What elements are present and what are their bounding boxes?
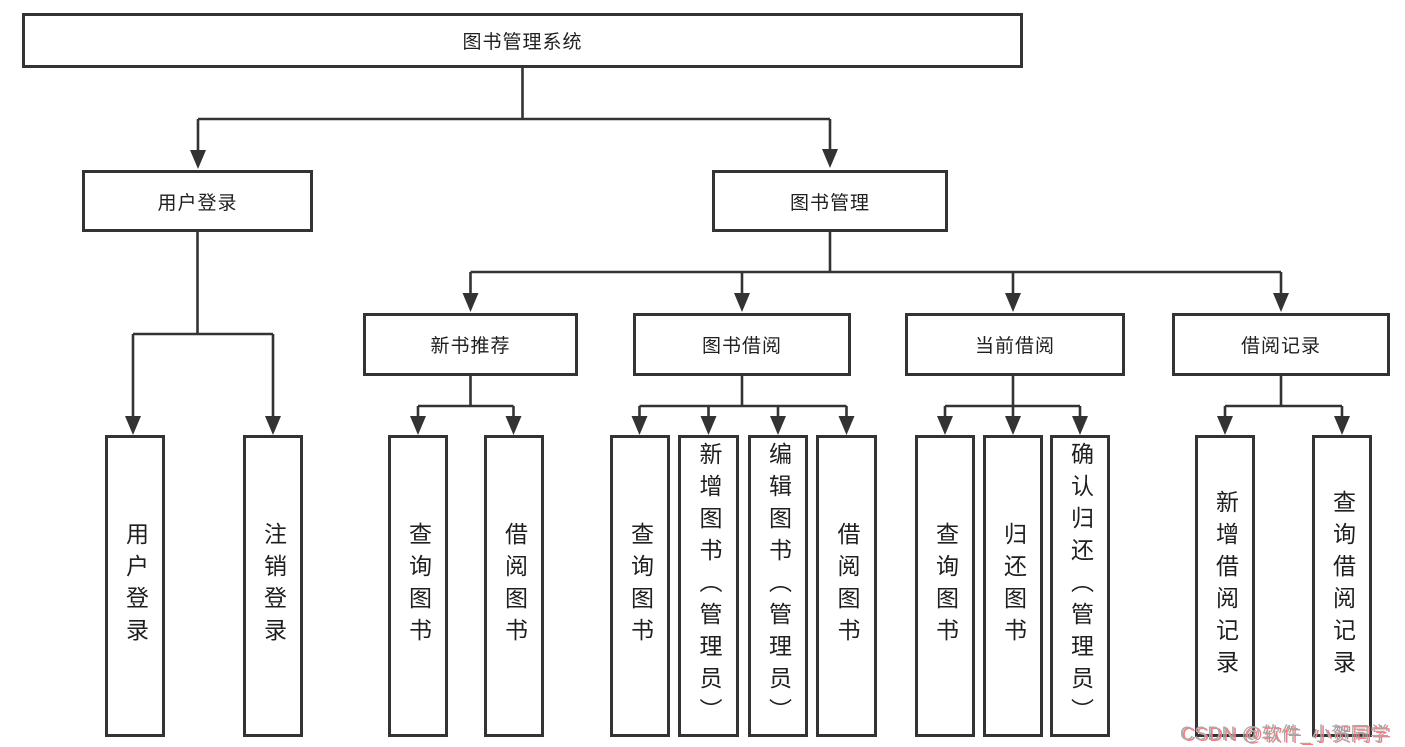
arrow-down-icon: [190, 150, 206, 169]
arrow-down-icon: [700, 416, 717, 435]
arrow-down-icon: [410, 416, 426, 435]
connector-borrow-records-to-leaves: [1217, 376, 1350, 435]
leaf-edit-book-admin-label: 编辑图书（管理员）: [765, 442, 792, 730]
node-current-borrow: 当前借阅: [905, 313, 1125, 376]
leaf-add-book-admin: 新增图书（管理员）: [678, 435, 739, 737]
arrow-down-icon: [462, 293, 479, 312]
leaf-add-borrow-record-label: 新增借阅记录: [1212, 490, 1239, 682]
leaf-query-books-recommend: 查询图书: [388, 435, 448, 737]
arrow-down-icon: [505, 416, 522, 435]
leaf-add-book-admin-label: 新增图书（管理员）: [696, 442, 722, 730]
leaf-query-books-recommend-label: 查询图书: [405, 522, 432, 650]
arrow-down-icon: [125, 416, 141, 435]
node-new-book-recommend: 新书推荐: [363, 313, 578, 376]
node-user-login-label: 用户登录: [157, 192, 238, 214]
connector-current-borrow-to-leaves: [937, 376, 1088, 435]
arrow-down-icon: [1217, 416, 1233, 435]
connector-book-management-to-level3: [462, 232, 1289, 312]
node-book-management-label: 图书管理: [789, 192, 870, 214]
leaf-borrow-books-recommend-label: 借阅图书: [501, 522, 528, 650]
connector-user-login-to-leaves: [125, 232, 281, 435]
leaf-confirm-return-admin-label: 确认归还（管理员）: [1067, 442, 1094, 730]
node-book-management: 图书管理: [712, 170, 948, 232]
node-borrow-records-label: 借阅记录: [1240, 336, 1321, 357]
connector-root-to-level2: [190, 68, 838, 169]
arrow-down-icon: [937, 416, 953, 435]
connector-book-borrow-to-leaves: [631, 376, 855, 435]
arrow-down-icon: [1005, 416, 1021, 435]
leaf-logout: 注销登录: [243, 435, 303, 737]
leaf-query-books-current: 查询图书: [915, 435, 975, 737]
node-current-borrow-label: 当前借阅: [974, 336, 1055, 357]
arrow-down-icon: [1334, 416, 1350, 435]
arrow-down-icon: [734, 293, 750, 312]
node-root-label: 图书管理系统: [462, 32, 583, 53]
leaf-query-books-current-label: 查询图书: [932, 522, 959, 650]
leaf-user-login: 用户登录: [105, 435, 165, 737]
leaf-add-borrow-record: 新增借阅记录: [1195, 435, 1255, 737]
leaf-return-book: 归还图书: [983, 435, 1043, 737]
leaf-borrow-books: 借阅图书: [816, 435, 877, 737]
arrow-down-icon: [1005, 293, 1021, 312]
leaf-query-books-borrow: 查询图书: [610, 435, 670, 737]
arrow-down-icon: [822, 149, 838, 168]
node-borrow-records: 借阅记录: [1172, 313, 1390, 376]
leaf-query-borrow-record-label: 查询借阅记录: [1329, 490, 1356, 682]
leaf-edit-book-admin: 编辑图书（管理员）: [748, 435, 808, 737]
arrow-down-icon: [838, 416, 855, 435]
leaf-confirm-return-admin: 确认归还（管理员）: [1050, 435, 1110, 737]
node-book-borrow: 图书借阅: [633, 313, 851, 376]
arrow-down-icon: [1072, 416, 1088, 435]
leaf-query-borrow-record: 查询借阅记录: [1312, 435, 1372, 737]
leaf-return-book-label: 归还图书: [1000, 522, 1027, 650]
csdn-watermark: CSDN @软件_小贺同学: [1180, 724, 1390, 745]
connector-new-book-recommend-to-leaves: [410, 376, 522, 435]
node-user-login: 用户登录: [82, 170, 313, 232]
leaf-query-books-borrow-label: 查询图书: [627, 522, 654, 650]
leaf-logout-label: 注销登录: [260, 522, 287, 650]
arrow-down-icon: [1273, 293, 1289, 312]
leaf-borrow-books-label: 借阅图书: [834, 522, 860, 650]
node-book-borrow-label: 图书借阅: [701, 336, 782, 357]
node-root: 图书管理系统: [22, 13, 1023, 68]
arrow-down-icon: [265, 416, 281, 435]
node-new-book-recommend-label: 新书推荐: [430, 336, 511, 357]
leaf-user-login-label: 用户登录: [122, 522, 149, 650]
arrow-down-icon: [770, 416, 786, 435]
arrow-down-icon: [631, 416, 648, 435]
leaf-borrow-books-recommend: 借阅图书: [484, 435, 544, 737]
